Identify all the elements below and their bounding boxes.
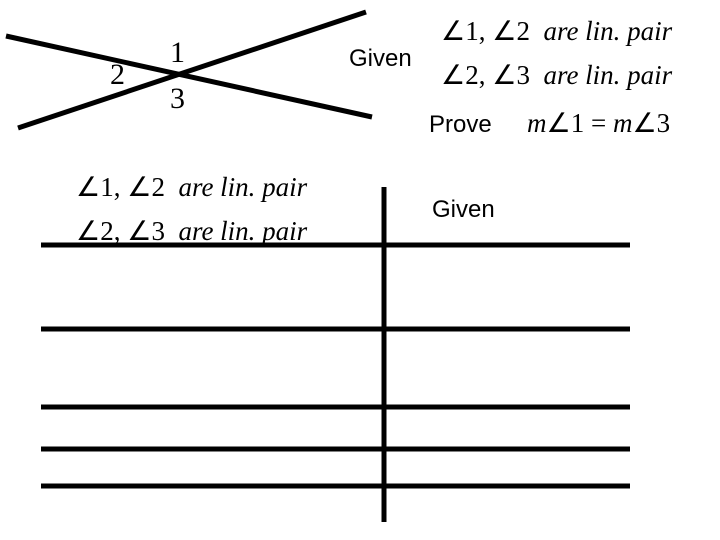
table-statement-line-1: ∠1, ∠2 are lin. pair [76, 172, 308, 202]
angle-label-1: 1 [170, 36, 185, 69]
given-label: Given [349, 45, 412, 72]
angle-symbol-icon: ∠ [441, 16, 466, 46]
angle-symbol-icon: ∠ [127, 172, 152, 202]
angle-symbol-icon: ∠ [546, 108, 571, 138]
angle-symbol-icon: ∠ [492, 16, 517, 46]
line-b [17, 9, 367, 131]
angle-label-2: 2 [110, 58, 125, 91]
angle-symbol-icon: ∠ [76, 172, 101, 202]
angle-label-3: 3 [170, 82, 185, 115]
prove-statement: m∠1 = m∠3 [527, 108, 671, 138]
angle-symbol-icon: ∠ [76, 216, 101, 246]
given-statement-1: ∠1, ∠2 are lin. pair [441, 16, 673, 46]
line-a [5, 33, 373, 120]
table-reason-1: Given [432, 196, 495, 223]
angle-symbol-icon: ∠ [492, 60, 517, 90]
angle-symbol-icon: ∠ [127, 216, 152, 246]
given-statement-2: ∠2, ∠3 are lin. pair [441, 60, 673, 90]
prove-label: Prove [429, 111, 492, 138]
angle-symbol-icon: ∠ [441, 60, 466, 90]
angle-symbol-icon: ∠ [632, 108, 657, 138]
table-statement-line-2: ∠2, ∠3 are lin. pair [76, 216, 308, 246]
